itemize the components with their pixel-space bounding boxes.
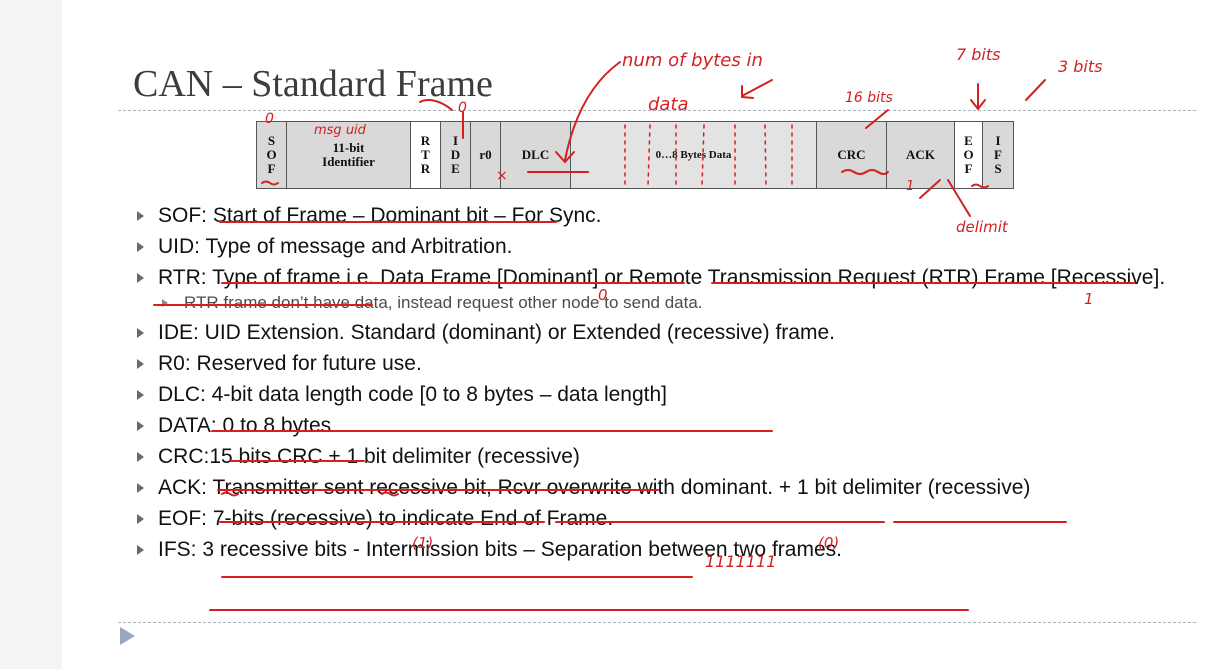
- next-slide-arrow-icon[interactable]: [120, 627, 135, 645]
- bullet-item: UID: Type of message and Arbitration.: [134, 235, 1174, 258]
- bullet-list: SOF: Start of Frame – Dominant bit – For…: [134, 196, 1174, 561]
- sub-bullet-item: RTR frame don’t have data, instead reque…: [134, 293, 1174, 313]
- eof-arrow-head: [970, 99, 986, 111]
- bullet-item: IDE: UID Extension. Standard (dominant) …: [134, 321, 1174, 344]
- frame-field-r0: r0: [471, 122, 501, 188]
- bullet-item: R0: Reserved for future use.: [134, 352, 1174, 375]
- bullet-item: CRC:15 bits CRC + 1 bit delimiter (reces…: [134, 445, 1174, 468]
- frame-field-dlc: DLC: [501, 122, 571, 188]
- frame-field-label: r0: [479, 147, 492, 162]
- bullet-item: RTR: Type of frame i.e. Data Frame [Domi…: [134, 266, 1174, 289]
- annotation-data: data: [648, 94, 689, 115]
- data-arrow: [741, 79, 773, 97]
- frame-field-data: 0…8 Bytes Data: [571, 122, 817, 188]
- frame-field-label: 0…8 Bytes Data: [655, 149, 732, 161]
- title-divider: [118, 110, 1196, 111]
- slide-title: CAN – Standard Frame: [133, 63, 493, 105]
- bullet-item: DATA: 0 to 8 bytes: [134, 414, 1174, 437]
- frame-field-label: CRC: [837, 147, 866, 162]
- bullet-item: EOF: 7-bits (recessive) to indicate End …: [134, 507, 1174, 530]
- annotation-7-bits: 7 bits: [956, 45, 1000, 64]
- bullet-item: IFS: 3 recessive bits - Intermission bit…: [134, 538, 1174, 561]
- frame-field-label: DLC: [521, 147, 550, 162]
- annotation-16-bits: 16 bits: [845, 90, 893, 106]
- left-margin-strip: [0, 0, 62, 669]
- bullet-item: ACK: Transmitter sent recessive bit, Rcv…: [134, 476, 1174, 499]
- frame-field-crc: CRC: [817, 122, 887, 188]
- annotation-num-bytes: num of bytes in: [622, 50, 763, 71]
- ifs-arrow: [1025, 79, 1046, 101]
- frame-field-label: ACK: [906, 147, 935, 162]
- bullet-item: SOF: Start of Frame – Dominant bit – For…: [134, 204, 1174, 227]
- bullet-item: DLC: 4-bit data length code [0 to 8 byte…: [134, 383, 1174, 406]
- footer-divider: [118, 622, 1196, 623]
- frame-field-ack: ACK: [887, 122, 955, 188]
- data-arrow-head: [741, 85, 754, 99]
- annotation-3-bits: 3 bits: [1058, 57, 1102, 76]
